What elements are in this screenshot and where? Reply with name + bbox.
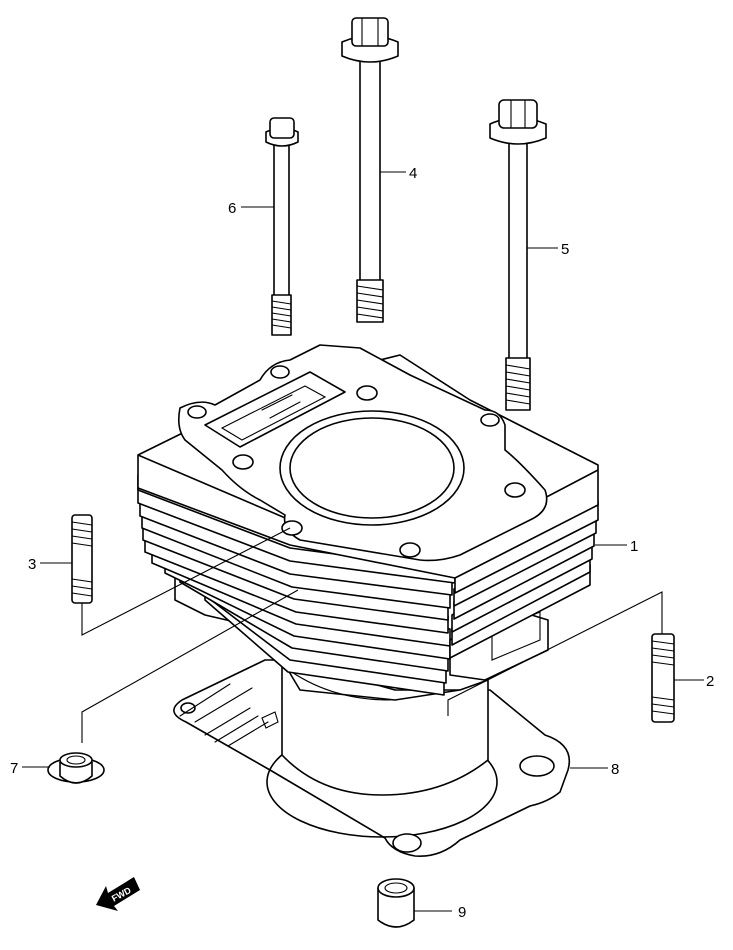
dowel-pin-9 <box>377 878 415 928</box>
callout-5: 5 <box>561 241 569 258</box>
callout-4: 4 <box>409 165 417 182</box>
callout-6: 6 <box>228 200 236 217</box>
callout-7: 7 <box>10 760 18 777</box>
cylinder <box>137 344 599 796</box>
callout-8: 8 <box>611 761 619 778</box>
bolt-5 <box>489 99 547 411</box>
stud-3 <box>71 514 93 604</box>
callout-1: 1 <box>630 538 638 555</box>
callout-labels: 1 2 3 4 5 6 7 8 9 <box>10 165 714 921</box>
leader-lines <box>22 171 704 912</box>
callout-2: 2 <box>706 673 714 690</box>
callout-3: 3 <box>28 556 36 573</box>
bolt-4 <box>341 17 399 323</box>
forward-arrow-icon: FWD <box>96 877 140 911</box>
bolt-6 <box>265 117 299 336</box>
callout-9: 9 <box>458 904 466 921</box>
flange-nut-7 <box>47 752 105 784</box>
stud-2 <box>651 633 675 723</box>
